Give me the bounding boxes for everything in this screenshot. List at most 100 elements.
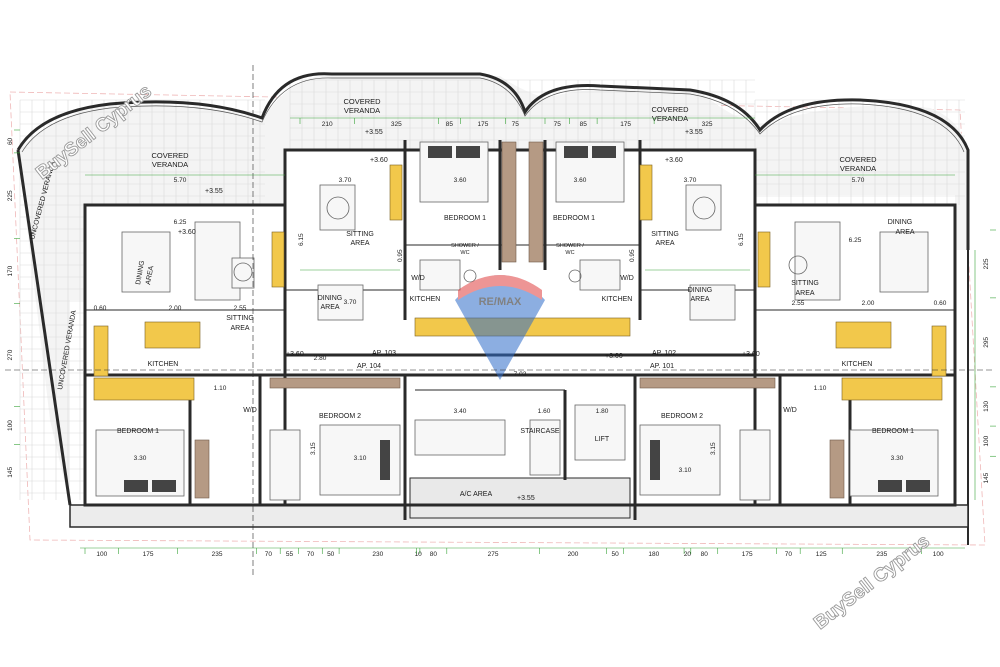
shower-label-left: SHOWER / <box>451 243 479 249</box>
svg-text:WC: WC <box>565 250 574 256</box>
dimension-value: 225 <box>7 190 14 201</box>
apartment-label-103: AP. 103 <box>372 350 396 357</box>
sitting-area-label-ap101: SITTING <box>791 280 819 287</box>
dimension-value: 210 <box>322 121 333 128</box>
dimension-value: 85 <box>446 121 454 128</box>
stone-walls <box>194 141 845 499</box>
svg-text:0.95: 0.95 <box>629 249 636 262</box>
dimension-value: 325 <box>391 121 402 128</box>
sitting-area-label-ap104: SITTING <box>226 315 254 322</box>
dimension-value: 75 <box>512 121 520 128</box>
dimension-value: 145 <box>983 472 990 483</box>
left-veranda-wall <box>16 149 72 506</box>
svg-text:3.10: 3.10 <box>354 455 367 462</box>
svg-text:6.25: 6.25 <box>849 237 862 244</box>
dimension-value: 175 <box>620 121 631 128</box>
bedroom-1-label-ap102: BEDROOM 1 <box>553 215 595 222</box>
svg-text:5.70: 5.70 <box>174 177 187 184</box>
svg-text:1.60: 1.60 <box>538 408 551 415</box>
ac-area-label: A/C AREA <box>460 491 493 498</box>
dimension-value: 100 <box>983 435 990 446</box>
dimension-value: 295 <box>983 337 990 348</box>
svg-text:3.70: 3.70 <box>684 177 697 184</box>
svg-text:VERANDA: VERANDA <box>652 114 688 123</box>
veranda-grid-lines <box>19 79 965 500</box>
bed-pillows <box>124 146 930 492</box>
wd-label-ap104: W/D <box>243 407 257 414</box>
dimension-value: 175 <box>478 121 489 128</box>
kitchen-label-ap103: KITCHEN <box>410 296 441 303</box>
level-marker: +3.55 <box>517 495 535 502</box>
dimension-value: 125 <box>816 551 827 558</box>
dimension-value: 75 <box>554 121 562 128</box>
dimension-value: 50 <box>611 551 619 558</box>
svg-text:2.55: 2.55 <box>234 305 247 312</box>
dimension-value: 80 <box>430 551 438 558</box>
dimension-value: 175 <box>742 551 753 558</box>
dimension-value: 235 <box>212 551 223 558</box>
svg-text:3.30: 3.30 <box>134 455 147 462</box>
dimension-value: 100 <box>933 551 944 558</box>
dimension-value: 50 <box>327 551 335 558</box>
dimension-value: 100 <box>96 551 107 558</box>
svg-text:1.80: 1.80 <box>596 408 609 415</box>
sitting-area-label-ap102: SITTING <box>651 231 679 238</box>
shower-label-right: SHOWER / <box>556 243 584 249</box>
dimension-value: 70 <box>307 551 315 558</box>
bedroom-2-label-left: BEDROOM 2 <box>319 413 361 420</box>
svg-text:AREA: AREA <box>690 296 709 303</box>
dimension-value: 200 <box>568 551 579 558</box>
svg-text:0.60: 0.60 <box>934 300 947 307</box>
covered-veranda-label-center-left: COVERED <box>343 97 381 106</box>
svg-text:AREA: AREA <box>795 290 814 297</box>
svg-text:6.15: 6.15 <box>298 233 305 246</box>
svg-text:3.60: 3.60 <box>454 177 467 184</box>
dining-area-label-ap104: DINING <box>135 260 146 285</box>
logo-text: RE/MAX <box>479 296 522 308</box>
fitted-units <box>93 164 947 401</box>
svg-text:6.15: 6.15 <box>738 233 745 246</box>
svg-text:3.60: 3.60 <box>574 177 587 184</box>
dimension-value: 55 <box>286 551 294 558</box>
dimension-value: 230 <box>372 551 383 558</box>
watermark-bottom-right: BuySell Cyprus <box>810 531 934 634</box>
svg-text:AREA: AREA <box>895 229 914 236</box>
dining-area-label-ap101: DINING <box>888 219 913 226</box>
svg-text:WC: WC <box>460 250 469 256</box>
dimension-value: 80 <box>701 551 709 558</box>
building-walls <box>83 140 957 520</box>
kitchen-label-ap102: KITCHEN <box>602 296 633 303</box>
svg-text:VERANDA: VERANDA <box>840 164 876 173</box>
apartment-label-101: AP. 101 <box>650 363 674 370</box>
svg-text:2.55: 2.55 <box>792 300 805 307</box>
dimension-value: 20 <box>684 551 692 558</box>
level-marker: +3.55 <box>365 129 383 136</box>
svg-text:3.15: 3.15 <box>310 442 317 455</box>
svg-text:3.40: 3.40 <box>454 408 467 415</box>
wd-label-ap101: W/D <box>783 407 797 414</box>
dimension-value: 235 <box>876 551 887 558</box>
svg-text:AREA: AREA <box>145 265 155 285</box>
covered-veranda-label-left: COVERED <box>151 151 189 160</box>
dining-area-label-ap103: DINING <box>318 295 343 302</box>
wd-label-ap103: W/D <box>411 275 425 282</box>
level-marker: +3.60 <box>605 353 623 360</box>
dimension-value: 70 <box>785 551 793 558</box>
dimension-value: 130 <box>983 401 990 412</box>
svg-text:AREA: AREA <box>655 240 674 247</box>
staircase-label: STAIRCASE <box>520 428 559 435</box>
dimension-value: 70 <box>265 551 273 558</box>
svg-text:0.95: 0.95 <box>397 249 404 262</box>
bedroom-2-label-right: BEDROOM 2 <box>661 413 703 420</box>
svg-text:5.70: 5.70 <box>852 177 865 184</box>
svg-text:2.00: 2.00 <box>862 300 875 307</box>
dimension-value: 270 <box>7 349 14 360</box>
apartment-label-102: AP. 102 <box>652 350 676 357</box>
level-markers: +3.55 +3.55 +3.55 +3.55 +3.60 +3.60 +3.6… <box>178 129 760 502</box>
dimension-value: 10 <box>415 551 423 558</box>
kitchen-label-ap104: KITCHEN <box>148 361 179 368</box>
